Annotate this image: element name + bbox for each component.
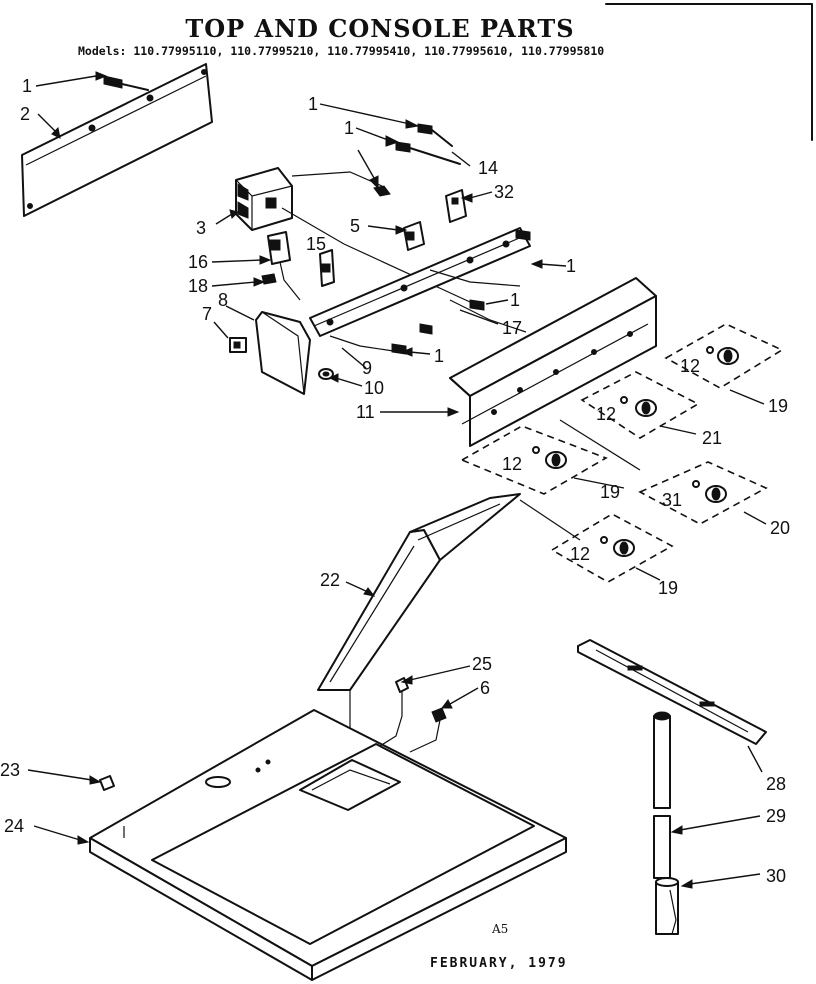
knob-group-21 <box>580 371 700 439</box>
part-1-screw-d <box>373 185 391 197</box>
part-6-fastener <box>409 707 447 753</box>
callout: 15 <box>306 234 326 254</box>
part-3-timer <box>235 167 293 231</box>
callout: 9 <box>362 358 372 378</box>
part-15-clip <box>319 249 335 287</box>
callout: 24 <box>4 816 24 836</box>
callout: 11 <box>356 402 375 422</box>
callout: 12 <box>596 404 616 424</box>
part-32-bracket <box>445 189 467 223</box>
part-1-screw-h <box>469 299 485 311</box>
part-28-bracket <box>577 639 767 745</box>
callout: 19 <box>600 482 620 502</box>
part-24-top <box>89 709 567 981</box>
part-22-chute <box>317 493 521 691</box>
callout: 19 <box>658 578 678 598</box>
part-1-screw-c <box>395 141 461 165</box>
callout: 22 <box>320 570 340 590</box>
knob-group-bottom <box>550 513 674 583</box>
callout: 31 <box>662 490 682 510</box>
diagram-code: A5 <box>492 922 509 936</box>
callout: 1 <box>434 346 444 366</box>
callout: 28 <box>766 774 786 794</box>
part-9-bracket <box>309 227 531 337</box>
knob-group-top-right <box>664 323 784 389</box>
callout: 6 <box>480 678 490 698</box>
callout: 17 <box>502 318 522 338</box>
callout: 16 <box>188 252 208 272</box>
model-numbers: Models: 110.77995110, 110.77995210, 110.… <box>78 44 605 58</box>
page-border <box>605 3 813 141</box>
part-1-screw-b <box>417 123 453 147</box>
callout: 2 <box>20 104 30 124</box>
callout: 7 <box>202 304 212 324</box>
part-2-panel <box>21 63 213 217</box>
part-29-tube <box>653 711 671 879</box>
page-title: TOP AND CONSOLE PARTS <box>185 14 575 43</box>
part-1-screw-e <box>515 229 531 241</box>
callout: 1 <box>566 256 576 276</box>
callout: 25 <box>472 654 492 674</box>
part-5-switch <box>403 221 425 251</box>
callout: 12 <box>680 356 700 376</box>
knob-group-middle <box>460 425 608 495</box>
callout: 8 <box>218 290 228 310</box>
callout: 30 <box>766 866 786 886</box>
part-8-cover <box>255 311 311 395</box>
callout: 29 <box>766 806 786 826</box>
callout: 20 <box>770 518 790 538</box>
callout: 18 <box>188 276 208 296</box>
callout: 3 <box>196 218 206 238</box>
callout: 12 <box>502 454 522 474</box>
callout: 32 <box>494 182 514 202</box>
callout: 1 <box>308 94 318 114</box>
part-11-console <box>449 277 657 447</box>
part-7-block <box>229 337 247 353</box>
callout: 12 <box>570 544 590 564</box>
callout: 21 <box>702 428 722 448</box>
callout: 1 <box>344 118 354 138</box>
part-10-grommet <box>318 368 334 380</box>
part-25-clip <box>379 677 409 747</box>
callout: 23 <box>0 760 20 780</box>
callout: 5 <box>350 216 360 236</box>
callout-labels: 1 2 1 1 14 32 3 5 1 15 16 18 1 8 17 7 1 … <box>0 76 790 886</box>
part-16-switch <box>267 231 301 301</box>
callout: 1 <box>22 76 32 96</box>
part-30-foot <box>655 877 679 935</box>
part-23-bumper <box>99 775 115 791</box>
leader-lines <box>27 71 767 889</box>
callout: 19 <box>768 396 788 416</box>
part-1-screw-f <box>419 323 433 335</box>
callout: 1 <box>510 290 520 310</box>
diagram-date: FEBRUARY, 1979 <box>430 956 568 971</box>
callout: 14 <box>478 158 498 178</box>
callout: 10 <box>364 378 384 398</box>
part-1-screw-a <box>103 75 149 91</box>
knob-group-20 <box>638 461 768 525</box>
part-18-screw <box>261 273 277 285</box>
